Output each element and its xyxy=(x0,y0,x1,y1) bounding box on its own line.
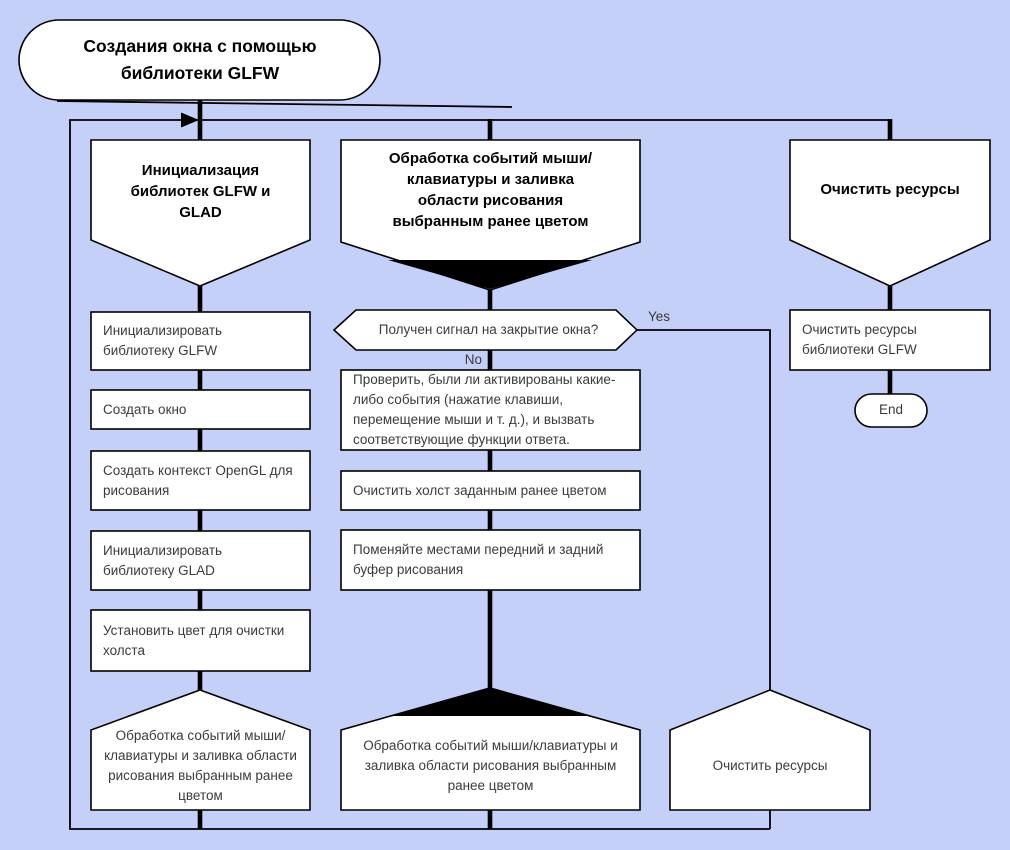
step-label-swap-buffers: Поменяйте местами передний и задний буфе… xyxy=(353,542,604,577)
cleanup-footer-node[interactable] xyxy=(669,689,871,811)
edge-title-diagonal xyxy=(56,100,513,108)
events-footer-label: Обработка событий мыши/клавиатуры и зали… xyxy=(363,738,618,793)
decision-label: Получен сигнал на закрытие окна? xyxy=(378,322,599,337)
events-footer-merge-triangle xyxy=(392,688,588,716)
process-node-create-window[interactable] xyxy=(90,389,311,430)
process-node-free-glfw[interactable] xyxy=(789,309,991,371)
step-label-clear-canvas: Очистить холст заданным ранее цветом xyxy=(353,482,607,498)
cleanup-header-node[interactable] xyxy=(789,139,991,287)
init-footer-node[interactable] xyxy=(90,689,311,811)
process-node-poll-events[interactable] xyxy=(340,369,641,451)
events-header-label: Обработка событий мыши/клавиатуры и зали… xyxy=(388,150,593,230)
edge-yes-branch xyxy=(637,329,771,691)
step-label-create-window: Создать окно xyxy=(103,401,187,417)
init-header-label: Инициализация библиотек GLFW и GLAD xyxy=(130,161,271,221)
events-header-merge-triangle xyxy=(388,260,592,289)
end-node[interactable] xyxy=(854,393,928,428)
process-node-clear-canvas[interactable] xyxy=(340,470,641,511)
step-label-init-glad: Инициализировать библиотеку GLAD xyxy=(103,542,223,578)
process-node-set-clear-color[interactable] xyxy=(90,609,311,672)
events-footer-node[interactable] xyxy=(340,687,641,811)
step-label-free-glfw: Очистить ресурсы библиотеки GLFW xyxy=(802,322,917,357)
process-node-init-glad[interactable] xyxy=(90,530,311,591)
yes-branch-label: Yes xyxy=(648,309,671,324)
loop-arrowhead-icon xyxy=(181,112,199,128)
step-label-opengl-context: Создать контекст OpenGL для рисования xyxy=(103,462,293,498)
init-footer-label: Обработка событий мыши/клавиатуры и зали… xyxy=(104,728,297,803)
end-node-label: End xyxy=(878,402,904,417)
step-label-poll-events: Проверить, были ли активированы какие-ли… xyxy=(353,372,616,447)
start-node[interactable] xyxy=(18,19,381,101)
cleanup-header-label: Очистить ресурсы xyxy=(820,180,960,198)
init-header-node[interactable] xyxy=(90,139,311,287)
cleanup-footer-label: Очистить ресурсы xyxy=(712,758,828,773)
no-branch-label: No xyxy=(464,352,482,367)
decision-node-close-signal[interactable] xyxy=(332,309,639,351)
step-label-init-glfw: Инициализировать библиотеку GLFW xyxy=(103,323,223,358)
edges-main-flow xyxy=(197,99,893,829)
process-node-swap-buffers[interactable] xyxy=(340,529,641,591)
edge-loop-rail xyxy=(69,119,890,830)
process-node-opengl-context[interactable] xyxy=(90,450,311,511)
start-node-label: Создания окна с помощью библиотеки GLFW xyxy=(83,36,317,83)
process-node-init-glfw[interactable] xyxy=(90,311,311,371)
step-label-set-clear-color: Установить цвет для очистки холста xyxy=(103,622,285,658)
